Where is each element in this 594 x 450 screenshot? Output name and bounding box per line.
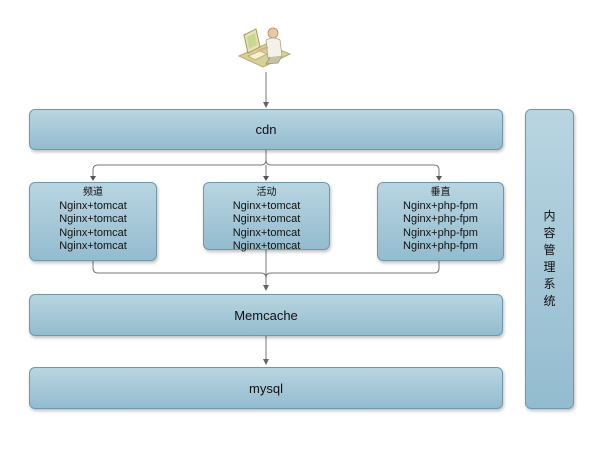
memcache-layer: Memcache <box>29 294 503 336</box>
mysql-label: mysql <box>249 380 283 396</box>
node-activity-line: Nginx+tomcat <box>232 226 301 239</box>
content-management-panel: 内 容 管 理 系 统 <box>525 109 574 409</box>
side-char: 统 <box>543 294 556 308</box>
node-vertical-line: Nginx+php-fpm <box>403 213 478 226</box>
node-activity-line: Nginx+tomcat <box>232 213 301 226</box>
memcache-label: Memcache <box>234 307 298 323</box>
mysql-layer: mysql <box>29 367 503 409</box>
node-channel-line: Nginx+tomcat <box>59 240 127 253</box>
node-channel-line: Nginx+tomcat <box>59 226 127 239</box>
side-char: 管 <box>543 243 556 257</box>
cdn-layer: cdn <box>29 109 503 150</box>
side-char: 容 <box>543 226 556 240</box>
node-vertical-line: Nginx+php-fpm <box>403 226 478 239</box>
side-char: 理 <box>543 260 556 274</box>
node-activity-line: Nginx+tomcat <box>232 240 301 253</box>
cdn-label: cdn <box>255 122 277 137</box>
side-char: 内 <box>543 209 556 223</box>
side-char: 系 <box>543 277 556 291</box>
node-activity-line: Nginx+tomcat <box>232 199 301 212</box>
node-vertical-line: Nginx+php-fpm <box>403 240 478 253</box>
node-vertical-line: Nginx+php-fpm <box>403 199 478 212</box>
user-computer-icon <box>237 27 292 68</box>
node-vertical: 垂直 Nginx+php-fpm Nginx+php-fpm Nginx+php… <box>377 182 504 261</box>
node-channel: 频道 Nginx+tomcat Nginx+tomcat Nginx+tomca… <box>29 182 157 261</box>
node-channel-line: Nginx+tomcat <box>59 199 127 212</box>
node-channel-line: Nginx+tomcat <box>59 213 127 226</box>
node-vertical-title: 垂直 <box>430 187 451 198</box>
node-activity: 活动 Nginx+tomcat Nginx+tomcat Nginx+tomca… <box>203 182 330 252</box>
arrow-nodes-to-memcache <box>92 260 267 279</box>
node-activity-title: 活动 <box>256 187 277 198</box>
node-channel-title: 频道 <box>83 187 103 198</box>
arrow-cdn-to-nodes <box>92 150 267 179</box>
